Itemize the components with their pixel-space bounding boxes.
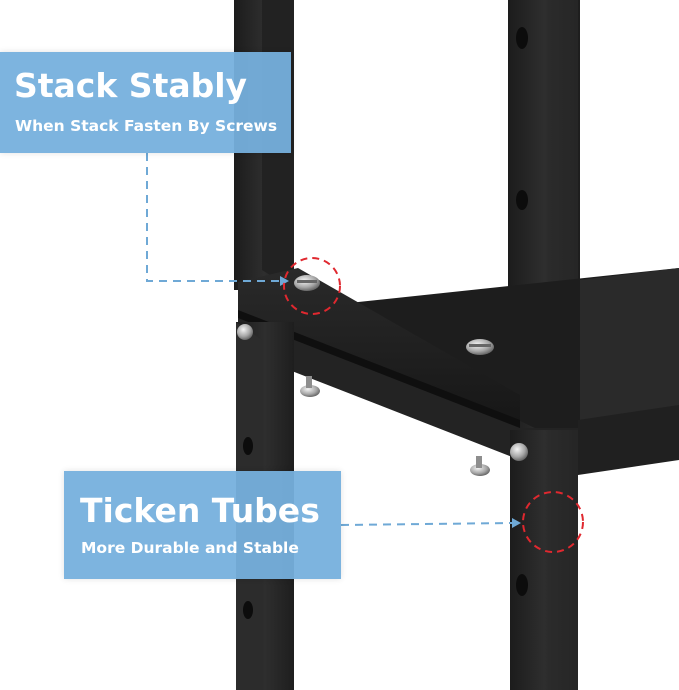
screw-head-icon — [300, 376, 320, 397]
screw-head-icon — [237, 324, 253, 340]
callout-subtitle: More Durable and Stable — [81, 539, 299, 557]
shelf-rail-top — [238, 268, 520, 428]
callout-title: Stack Stably — [14, 66, 248, 105]
post-hole — [516, 190, 528, 210]
leader-line-top — [146, 153, 280, 282]
screw-head-icon — [466, 339, 494, 355]
callout-stack-stably: Stack Stably When Stack Fasten By Screws — [0, 52, 291, 153]
leader-line-bottom — [340, 522, 513, 526]
post-hole — [516, 27, 528, 49]
callout-title: Ticken Tubes — [80, 491, 320, 530]
screw-head-icon — [510, 443, 528, 461]
dashed-circle-highlight-icon — [522, 491, 584, 553]
screw-head-icon — [294, 275, 320, 291]
shelf-rail-front — [238, 318, 580, 460]
screw-head-icon — [470, 456, 490, 476]
callout-ticken-tubes: Ticken Tubes More Durable and Stable — [64, 471, 341, 579]
callout-subtitle: When Stack Fasten By Screws — [15, 117, 278, 135]
dashed-circle-highlight-icon — [283, 257, 341, 315]
